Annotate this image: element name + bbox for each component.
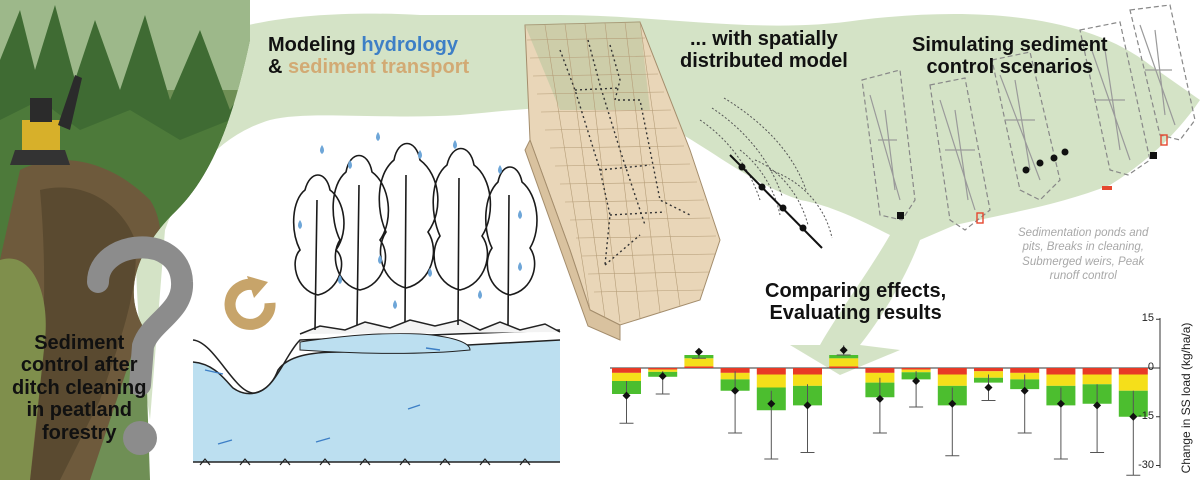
bar-segment-13-2 (1046, 374, 1076, 386)
scenario-note-line3: Submerged weirs, Peak (1022, 255, 1145, 268)
title-comparing-line1: Comparing effects, (765, 280, 947, 302)
mean-marker-12 (1020, 386, 1029, 395)
title-simulating-line2: control scenarios (926, 56, 1094, 79)
bar-segment-5-1 (756, 368, 786, 375)
mean-marker-5 (767, 399, 776, 408)
flow-arrow-band (135, 13, 1200, 420)
scenario-note-line2: pits, Breaks in cleaning, (1022, 241, 1144, 254)
mean-marker-6 (803, 401, 812, 410)
mean-marker-2 (658, 372, 667, 381)
bar-segment-7-2 (829, 358, 859, 367)
recycle-arrow-icon (224, 276, 276, 330)
bar-segment-3-1 (684, 366, 714, 368)
bar-segment-1-1 (612, 368, 641, 373)
bar-segment-4-1 (720, 368, 750, 373)
mean-marker-13 (1056, 399, 1065, 408)
title-sediment-line4: in peatland (26, 399, 133, 422)
mean-marker-4 (731, 386, 740, 395)
bar-segment-15-2 (1118, 374, 1148, 391)
y-tick-label: 15 (1141, 312, 1154, 325)
title-hydrology-word: hydrology (361, 34, 458, 56)
title-modeling: Modeling hydrology & sediment transport (268, 34, 469, 79)
sketch-trees (292, 142, 538, 331)
scenario-note: Sedimentation ponds and pits, Breaks in … (1018, 226, 1148, 284)
bar-segment-3-2 (684, 358, 714, 367)
bar-segment-10-1 (937, 368, 967, 375)
title-comparing-line2: Evaluating results (769, 302, 942, 325)
scenario-note-line1: Sedimentation ponds and (1018, 227, 1149, 239)
mean-marker-10 (948, 399, 957, 408)
bar-segment-12-1 (1010, 368, 1040, 373)
ss-load-chart (610, 318, 1161, 476)
scenario-markers (897, 134, 1168, 224)
bar-segment-6-1 (793, 368, 822, 375)
bar-segment-13-1 (1046, 368, 1076, 375)
bar-segment-9-1 (901, 368, 931, 370)
title-simulating: Simulating sediment control scenarios (912, 34, 1108, 79)
bar-segment-14-1 (1082, 368, 1112, 375)
bar-segment-11-1 (974, 368, 1003, 372)
mean-marker-15 (1129, 412, 1138, 421)
title-sediment-line1: Sediment (34, 332, 125, 354)
bar-segment-10-2 (937, 374, 967, 386)
bar-segment-8-1 (865, 368, 895, 373)
mean-marker-14 (1093, 401, 1102, 410)
bar-segment-9-2 (901, 369, 931, 373)
rain-drop-icon (298, 132, 522, 309)
bar-segment-7-1 (829, 366, 859, 368)
chart-y-axis-label: Change in SS load (kg/ha/a) (1179, 322, 1193, 474)
bar-segment-15-1 (1118, 368, 1148, 375)
bar-segment-7-3 (829, 355, 859, 359)
mean-marker-9 (912, 377, 921, 385)
water-cross-section (192, 319, 561, 466)
bar-segment-5-2 (756, 374, 786, 388)
title-sediment-line2: control after (20, 354, 138, 377)
scenario-ditches (869, 24, 1176, 211)
question-mark-icon (87, 236, 193, 455)
title-comparing: Comparing effects, Evaluating results (765, 280, 946, 325)
y-tick-label: 0 (1147, 361, 1154, 373)
y-tick-label: -15 (1138, 409, 1154, 422)
bar-segment-1-2 (612, 372, 641, 381)
bar-segment-14-2 (1082, 374, 1112, 385)
bar-segment-2-2 (648, 369, 678, 372)
y-tick-label: -30 (1138, 458, 1154, 471)
distributed-grid-model (524, 21, 721, 341)
title-distributed: ... with spatially distributed model (680, 28, 848, 73)
title-amp: & (268, 56, 288, 79)
bar-segment-6-2 (793, 374, 822, 386)
title-distributed-line2: distributed model (680, 50, 848, 73)
mean-marker-8 (875, 394, 884, 403)
mean-marker-7 (839, 346, 848, 355)
title-sediment-word: sediment transport (288, 56, 470, 79)
title-sediment-control: Sediment control after ditch cleaning in… (12, 332, 146, 444)
scenario-note-line4: runoff control (1049, 270, 1117, 283)
title-sediment-line3: ditch cleaning (12, 376, 147, 399)
title-modeling-prefix: Modeling (268, 34, 362, 56)
mean-marker-1 (622, 391, 631, 400)
bar-segment-2-1 (648, 368, 678, 370)
title-distributed-line1: ... with spatially (689, 28, 838, 50)
mean-marker-11 (984, 383, 993, 392)
ditch-line (729, 154, 823, 249)
title-sediment-line5: forestry (41, 421, 117, 444)
title-simulating-line1: Simulating sediment (912, 34, 1108, 56)
flow-streamlines (699, 97, 833, 239)
mean-marker-3 (694, 347, 703, 356)
